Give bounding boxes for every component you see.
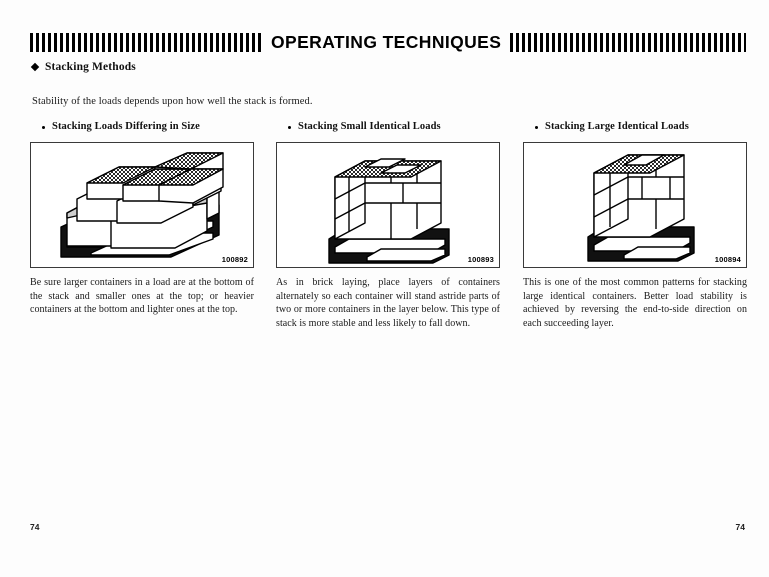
column-heading: Stacking Loads Differing in Size xyxy=(30,120,254,134)
column-heading-label: Stacking Large Identical Loads xyxy=(545,121,689,132)
page-number-right: 74 xyxy=(735,522,745,532)
column-body-text: Be sure larger containers in a load are … xyxy=(30,277,254,316)
figure-box: 100892 xyxy=(30,142,254,268)
page-title: OPERATING TECHNIQUES xyxy=(271,31,502,52)
dot-bullet-icon xyxy=(535,126,538,129)
figure-number: 100893 xyxy=(467,255,494,264)
page-header: OPERATING TECHNIQUES xyxy=(30,30,746,54)
dot-bullet-icon xyxy=(42,126,45,129)
column-stacking-small-identical-loads: Stacking Small Identical Loads xyxy=(276,120,500,330)
column-heading: Stacking Large Identical Loads xyxy=(523,120,747,134)
section-heading: Stacking Methods xyxy=(30,61,136,73)
column-heading-label: Stacking Small Identical Loads xyxy=(298,121,441,132)
vertical-bars-rule-left-icon xyxy=(30,32,262,52)
vertical-bars-rule-right-icon xyxy=(510,32,746,52)
figure-box: 100894 xyxy=(523,142,747,268)
figure-number: 100894 xyxy=(714,255,741,264)
diamond-bullet-icon xyxy=(30,62,40,72)
pallet-mixed-size-load-illustration xyxy=(60,152,224,258)
section-intro-text: Stability of the loads depends upon how … xyxy=(32,96,313,107)
column-heading-label: Stacking Loads Differing in Size xyxy=(52,121,200,132)
figure-box: 100893 xyxy=(276,142,500,268)
column-body-text: This is one of the most common patterns … xyxy=(523,277,747,329)
column-stacking-loads-differing-in-size: Stacking Loads Differing in Size xyxy=(30,120,254,317)
pallet-large-identical-load-illustration xyxy=(587,154,695,262)
pallet-brick-pattern-load-illustration xyxy=(328,158,450,264)
section-heading-label: Stacking Methods xyxy=(45,61,136,73)
column-stacking-large-identical-loads: Stacking Large Identical Loads xyxy=(523,120,747,330)
dot-bullet-icon xyxy=(288,126,291,129)
figure-number: 100892 xyxy=(221,255,248,264)
column-body-text: As in brick laying, place layers of cont… xyxy=(276,277,500,329)
column-heading: Stacking Small Identical Loads xyxy=(276,120,500,134)
page-number-left: 74 xyxy=(30,522,40,532)
